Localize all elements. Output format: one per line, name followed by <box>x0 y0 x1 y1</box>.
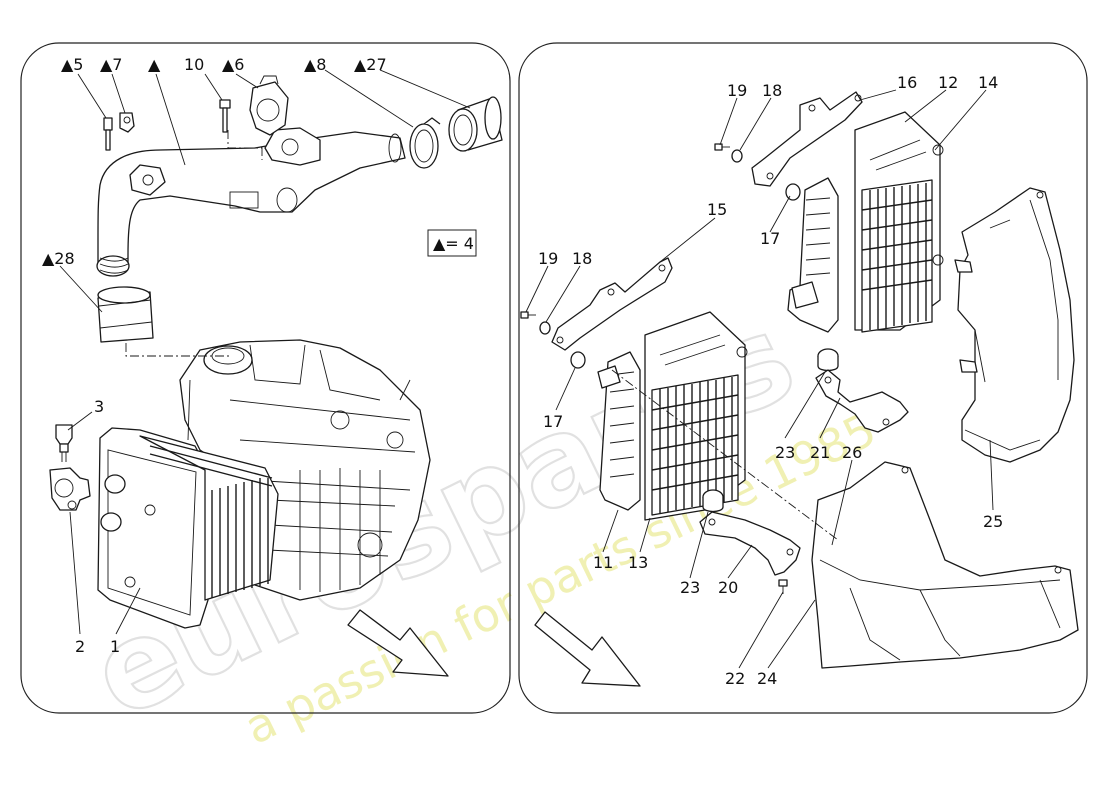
callout-right-25: 25 <box>983 512 1003 531</box>
direction-arrow-left <box>347 609 449 677</box>
callout-right-16: 16 <box>897 73 917 92</box>
callout-left-7: ▲7 <box>100 55 122 74</box>
assembly-line-radiator <box>611 369 839 541</box>
callout-left-2: 2 <box>75 637 85 656</box>
callout-right-26: 26 <box>842 443 862 462</box>
radiator-tank-upper <box>787 177 839 333</box>
callout-right-14: 14 <box>978 73 998 92</box>
mount-part-23-upper <box>817 348 839 372</box>
callout-right-13: 13 <box>628 553 648 572</box>
callout-left-28: ▲28 <box>42 249 75 268</box>
sensor-part-7 <box>119 112 135 133</box>
left-panel: ▲= 4 ▲5 ▲7 ▲ 10 ▲6 ▲8 ▲27 ▲28 3 2 1 <box>42 55 503 677</box>
sensor-part-3 <box>55 424 73 462</box>
engine-block <box>179 339 431 601</box>
radiator-tank-lower <box>597 351 641 511</box>
callout-right-22: 22 <box>725 669 745 688</box>
legend-text: ▲= 4 <box>433 234 474 253</box>
sensor-part-5 <box>103 117 113 151</box>
callout-left-3: 3 <box>94 397 104 416</box>
mount-part-23-lower <box>702 489 724 513</box>
radiator-upper-part-12 <box>854 111 944 333</box>
callout-left-5: ▲5 <box>61 55 83 74</box>
callout-left-6: ▲6 <box>222 55 244 74</box>
charge-air-pipe <box>96 127 406 277</box>
callout-right-24: 24 <box>757 669 777 688</box>
bracket-part-16 <box>751 91 863 187</box>
legend-box <box>427 229 477 257</box>
callout-right-11: 11 <box>593 553 613 572</box>
direction-arrow-right <box>534 611 641 687</box>
bolt-part-10 <box>219 99 231 133</box>
right-panel-frame <box>518 42 1088 714</box>
duct-part-25 <box>954 187 1075 463</box>
callout-right-21: 21 <box>810 443 830 462</box>
callout-right-17a: 17 <box>760 229 780 248</box>
callout-left-8: ▲8 <box>304 55 326 74</box>
assembly-line-28 <box>125 343 230 357</box>
bolt-part-19-lower <box>520 311 536 319</box>
screw-part-22 <box>778 579 788 594</box>
washer-part-18-lower <box>539 321 551 335</box>
washer-part-18-upper <box>731 149 743 163</box>
grommet-part-17-upper <box>785 183 801 201</box>
sleeve-part-28 <box>97 286 154 343</box>
callout-right-18b: 18 <box>572 249 592 268</box>
intercooler-part-1 <box>97 427 279 629</box>
fitting-part-2 <box>49 467 91 511</box>
left-leaders <box>59 69 471 635</box>
right-leaders <box>525 89 994 669</box>
callout-right-15: 15 <box>707 200 727 219</box>
callout-right-20: 20 <box>718 578 738 597</box>
grommet-part-17-lower <box>570 351 586 369</box>
callout-right-17b: 17 <box>543 412 563 431</box>
assembly-line-10 <box>227 130 263 160</box>
duct-part-24 <box>811 461 1079 669</box>
valve-part-6 <box>249 75 289 136</box>
callout-right-18a: 18 <box>762 81 782 100</box>
radiator-lower-part-13 <box>644 311 748 521</box>
bracket-part-20 <box>699 511 801 576</box>
callout-right-19b: 19 <box>538 249 558 268</box>
bolt-part-19-upper <box>714 143 730 151</box>
clamp-part-8 <box>409 117 441 169</box>
hose-end-part-27 <box>448 96 503 152</box>
callout-left-pipe: ▲ <box>148 55 161 74</box>
callout-right-12: 12 <box>938 73 958 92</box>
callout-right-19a: 19 <box>727 81 747 100</box>
bracket-part-21 <box>815 369 909 433</box>
bracket-part-15 <box>551 257 673 351</box>
right-panel: 19 18 16 12 14 15 17 19 18 17 23 21 26 2… <box>520 73 1079 688</box>
callout-left-27: ▲27 <box>354 55 387 74</box>
left-panel-frame <box>20 42 511 714</box>
callout-right-23b: 23 <box>680 578 700 597</box>
callout-left-1: 1 <box>110 637 120 656</box>
callout-left-10: 10 <box>184 55 204 74</box>
callout-right-23a: 23 <box>775 443 795 462</box>
